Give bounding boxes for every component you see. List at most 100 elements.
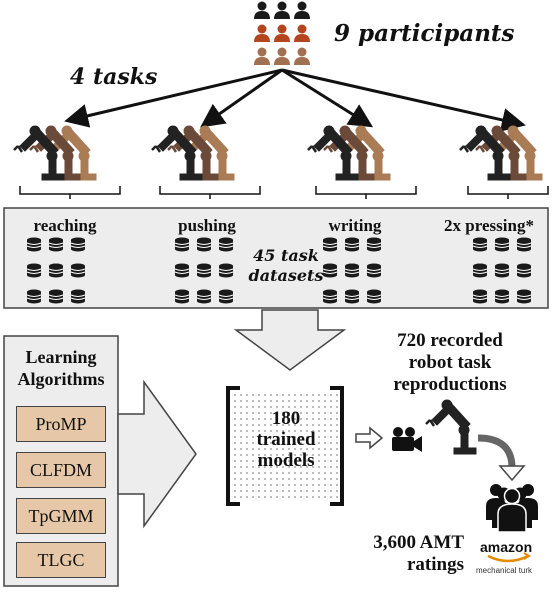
grid-dot xyxy=(312,412,314,414)
grid-dot xyxy=(240,490,242,492)
grid-dot xyxy=(252,454,254,456)
grid-dot xyxy=(300,412,302,414)
grid-dot xyxy=(318,436,320,438)
grid-dot xyxy=(258,454,260,456)
grid-dot xyxy=(300,460,302,462)
grid-dot xyxy=(282,484,284,486)
grid-dot xyxy=(276,436,278,438)
grid-dot xyxy=(300,436,302,438)
grid-dot xyxy=(276,406,278,408)
grid-dot xyxy=(270,466,272,468)
grid-dot xyxy=(288,406,290,408)
grid-dot xyxy=(312,478,314,480)
grid-dot xyxy=(234,436,236,438)
grid-dot xyxy=(252,460,254,462)
grid-dot xyxy=(324,418,326,420)
grid-dot xyxy=(336,454,338,456)
grid-dot xyxy=(306,412,308,414)
grid-dot xyxy=(336,448,338,450)
grid-dot xyxy=(318,478,320,480)
grid-dot xyxy=(240,478,242,480)
grid-dot xyxy=(282,430,284,432)
grid-dot xyxy=(270,424,272,426)
grid-dot xyxy=(276,484,278,486)
grid-dot xyxy=(246,460,248,462)
grid-dot xyxy=(276,478,278,480)
grid-dot xyxy=(246,454,248,456)
grid-dot xyxy=(270,490,272,492)
ratings-label-line2: ratings xyxy=(407,554,464,575)
grid-dot xyxy=(264,418,266,420)
grid-dot xyxy=(318,430,320,432)
grid-dot xyxy=(246,466,248,468)
grid-dot xyxy=(264,472,266,474)
grid-dot xyxy=(282,472,284,474)
algorithm-promp: ProMP xyxy=(16,406,106,442)
grid-dot xyxy=(294,478,296,480)
grid-dot xyxy=(240,394,242,396)
grid-dot xyxy=(318,412,320,414)
grid-dot xyxy=(270,454,272,456)
grid-dot xyxy=(282,466,284,468)
grid-dot xyxy=(258,436,260,438)
grid-dot xyxy=(324,412,326,414)
grid-dot xyxy=(306,466,308,468)
reproductions-label: 720 recorded robot task reproductions xyxy=(360,330,540,396)
models-label-line3: models xyxy=(257,450,315,471)
grid-dot xyxy=(246,394,248,396)
grid-dot xyxy=(276,460,278,462)
grid-dot xyxy=(264,412,266,414)
grid-dot xyxy=(234,496,236,498)
grid-dot xyxy=(288,436,290,438)
grid-dot xyxy=(282,454,284,456)
grid-dot xyxy=(312,454,314,456)
grid-dot xyxy=(294,496,296,498)
grid-dot xyxy=(300,406,302,408)
grid-dot xyxy=(312,466,314,468)
curved-arrow xyxy=(477,434,516,469)
grid-dot xyxy=(276,466,278,468)
grid-dot xyxy=(300,400,302,402)
grid-dot xyxy=(234,394,236,396)
grid-dot xyxy=(234,424,236,426)
grid-dot xyxy=(330,406,332,408)
grid-dot xyxy=(300,484,302,486)
grid-dot xyxy=(336,460,338,462)
grid-dot xyxy=(288,454,290,456)
grid-dot xyxy=(264,400,266,402)
grid-dot xyxy=(282,460,284,462)
grid-dot xyxy=(324,448,326,450)
grid-dot xyxy=(324,436,326,438)
grid-dot xyxy=(294,400,296,402)
grid-dot xyxy=(336,496,338,498)
grid-dot xyxy=(240,472,242,474)
reproductions-label-line3: reproductions xyxy=(393,374,507,395)
grid-dot xyxy=(282,448,284,450)
grid-dot xyxy=(300,490,302,492)
amazon-logo-text: amazon xyxy=(480,539,533,555)
grid-dot xyxy=(264,448,266,450)
grid-dot xyxy=(294,394,296,396)
grid-dot xyxy=(276,448,278,450)
grid-dot xyxy=(264,424,266,426)
grid-dot xyxy=(240,454,242,456)
models-box xyxy=(226,386,344,506)
grid-dot xyxy=(336,442,338,444)
algorithms-title-line2: Algorithms xyxy=(17,369,105,389)
grid-dot xyxy=(312,460,314,462)
grid-dot xyxy=(288,400,290,402)
grid-dot xyxy=(300,478,302,480)
grid-dot xyxy=(318,400,320,402)
ratings-label: 3,600 AMT ratings xyxy=(344,532,464,576)
grid-dot xyxy=(258,466,260,468)
grid-dot xyxy=(276,490,278,492)
grid-dot xyxy=(264,442,266,444)
grid-dot xyxy=(336,394,338,396)
grid-dot xyxy=(300,466,302,468)
grid-dot xyxy=(264,430,266,432)
grid-dot xyxy=(306,400,308,402)
grid-dot xyxy=(330,442,332,444)
grid-dot xyxy=(306,472,308,474)
grid-dot xyxy=(330,394,332,396)
